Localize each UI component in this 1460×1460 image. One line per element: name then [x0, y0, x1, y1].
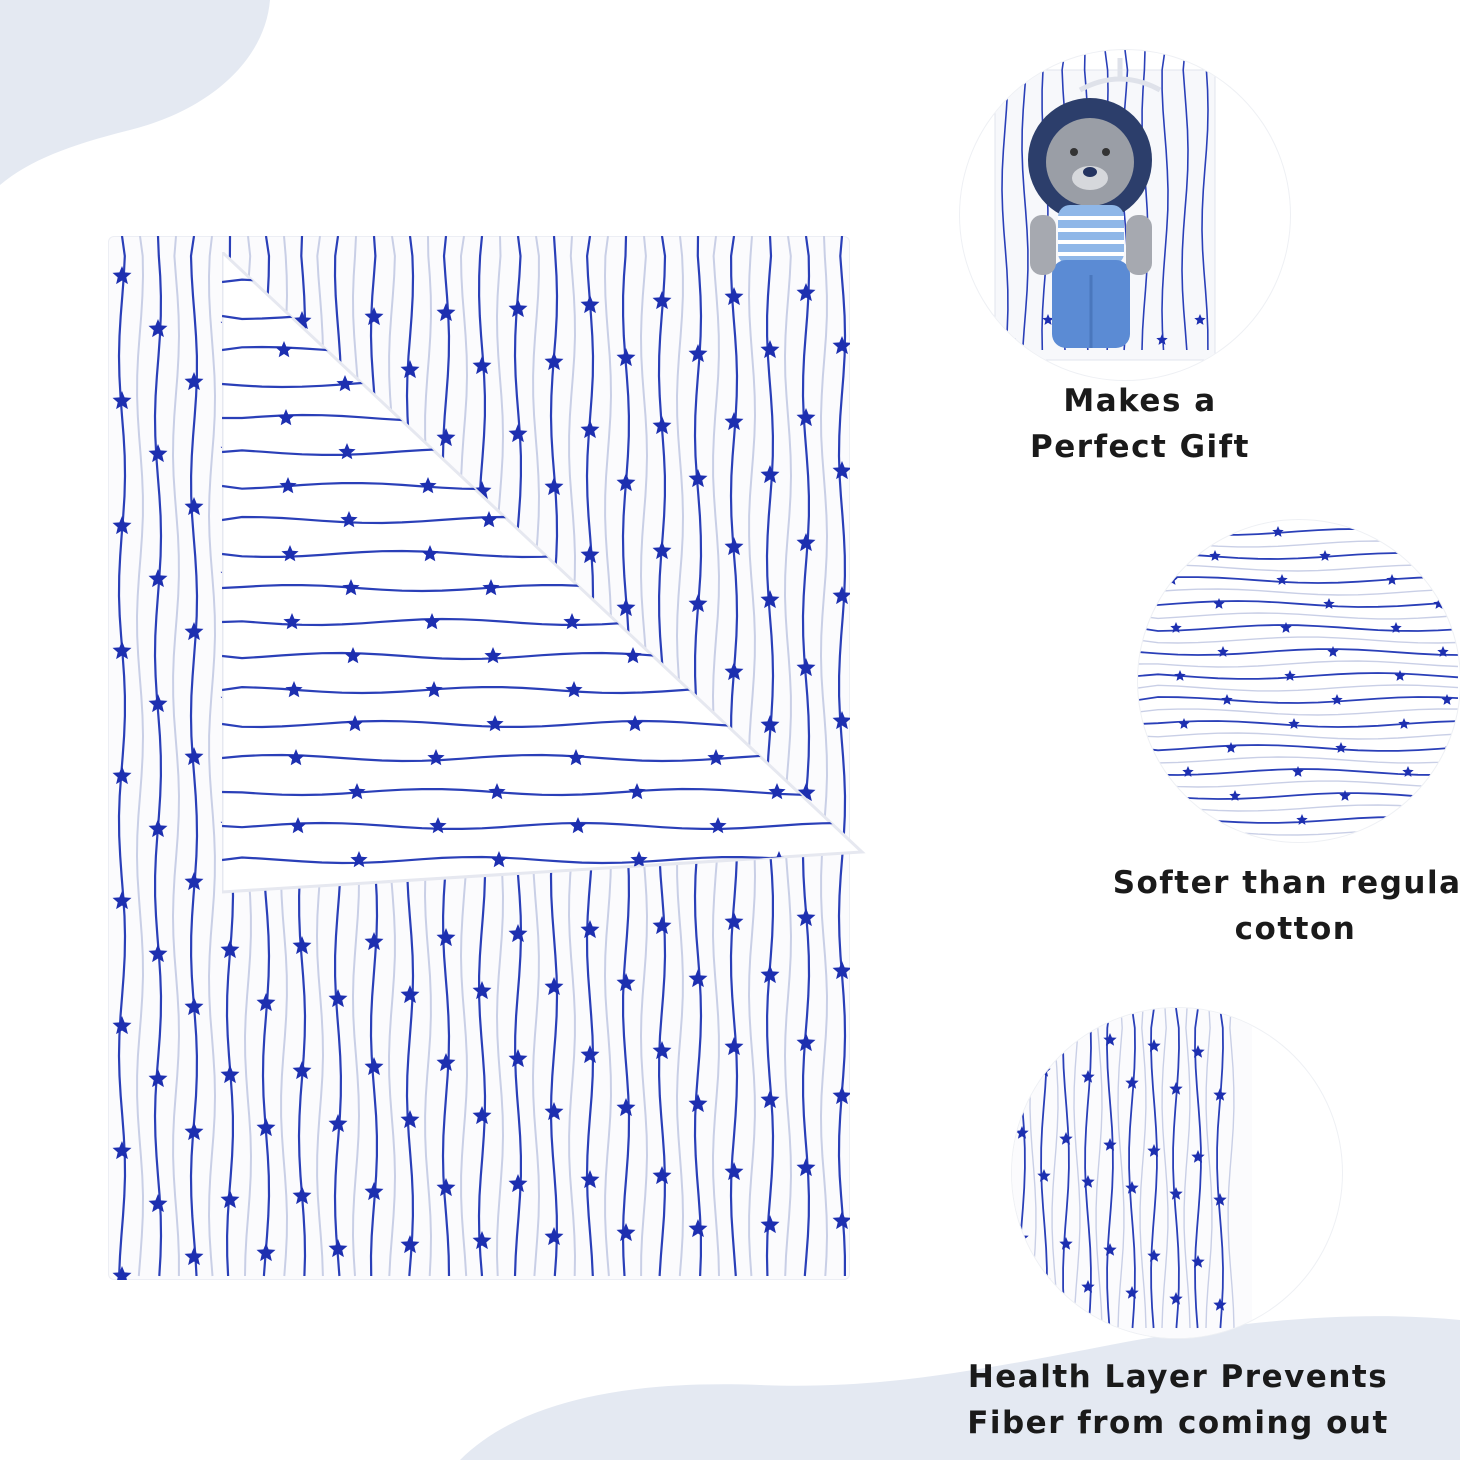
caption-line: Fiber from coming out — [967, 1405, 1389, 1441]
lion-face — [1046, 118, 1134, 206]
caption-line: Health Layer Prevents — [967, 1359, 1389, 1395]
caption-line: Makes a — [1063, 383, 1217, 419]
blanket-fold-corner — [222, 252, 866, 894]
feature-caption-gift: Makes a Perfect Gift — [1000, 378, 1280, 470]
feature-caption-health: Health Layer Prevents Fiber from coming … — [948, 1354, 1408, 1446]
fabric-horizontal-circle — [1138, 520, 1460, 842]
gift-box-illustration — [994, 50, 1216, 361]
caption-line: Perfect Gift — [1030, 429, 1250, 465]
top-left-blob — [0, 0, 270, 185]
caption-line: cotton — [1234, 911, 1357, 947]
fabric-vertical-circle — [1012, 1008, 1342, 1338]
caption-line: Softer than regular — [1112, 865, 1460, 901]
gift-image-circle — [960, 50, 1290, 380]
bottom-right-blob — [460, 1316, 1460, 1460]
feature-caption-softer: Softer than regular cotton — [1108, 860, 1460, 952]
